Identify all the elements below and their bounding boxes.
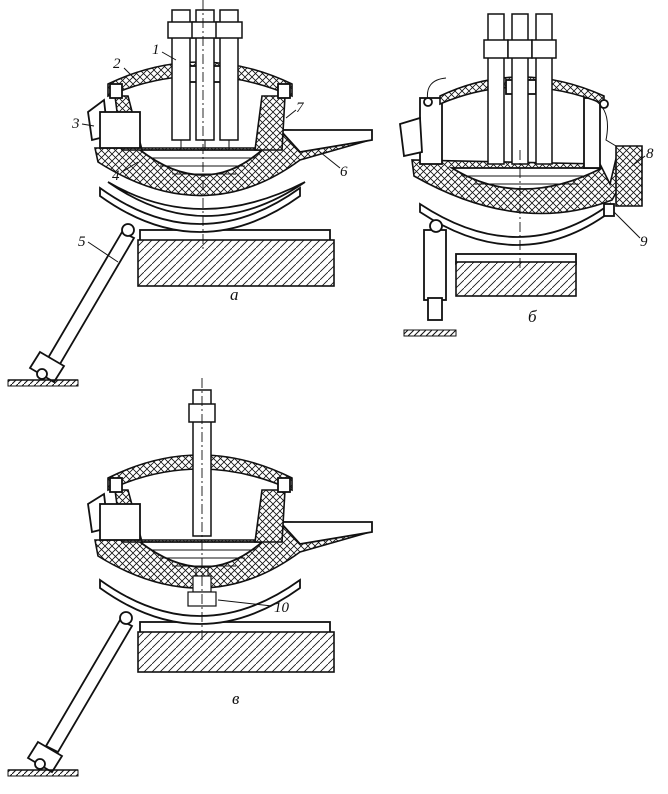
label-8: 8 (646, 146, 654, 162)
spout-v (277, 521, 373, 545)
label-1: 1 (152, 42, 160, 58)
caption-b: б (528, 307, 537, 326)
caption-v: в (232, 689, 240, 708)
foundation-a (137, 229, 335, 287)
spout-a (277, 129, 373, 153)
electrodes-a (167, 9, 243, 150)
tilt-cylinder-v (7, 611, 134, 777)
label-7: 7 (296, 100, 305, 116)
label-4: 4 (112, 168, 120, 184)
label-5: 5 (78, 234, 86, 250)
label-2: 2 (113, 56, 121, 72)
label-9: 9 (640, 234, 648, 250)
panel-v: 10 в (7, 378, 373, 777)
panel-b: 8 9 б (399, 13, 654, 337)
label-10: 10 (274, 600, 290, 616)
foundation-b (455, 253, 577, 297)
launder-b (615, 145, 643, 207)
panel-a: 1 2 3 4 5 6 7 а (7, 0, 373, 387)
foundation-v (137, 621, 335, 673)
roof-a (107, 61, 293, 98)
leader-lines-a (81, 51, 341, 263)
tilt-cylinder-a (7, 223, 136, 387)
label-3: 3 (71, 116, 80, 132)
hearth-b (411, 149, 642, 215)
roof-v (107, 454, 293, 492)
rocker-a (99, 186, 301, 233)
electrodes-b (483, 13, 557, 165)
rocker-v (99, 578, 301, 625)
caption-a: а (230, 285, 239, 304)
tilt-cylinder-b (403, 219, 457, 337)
label-6: 6 (340, 164, 348, 180)
